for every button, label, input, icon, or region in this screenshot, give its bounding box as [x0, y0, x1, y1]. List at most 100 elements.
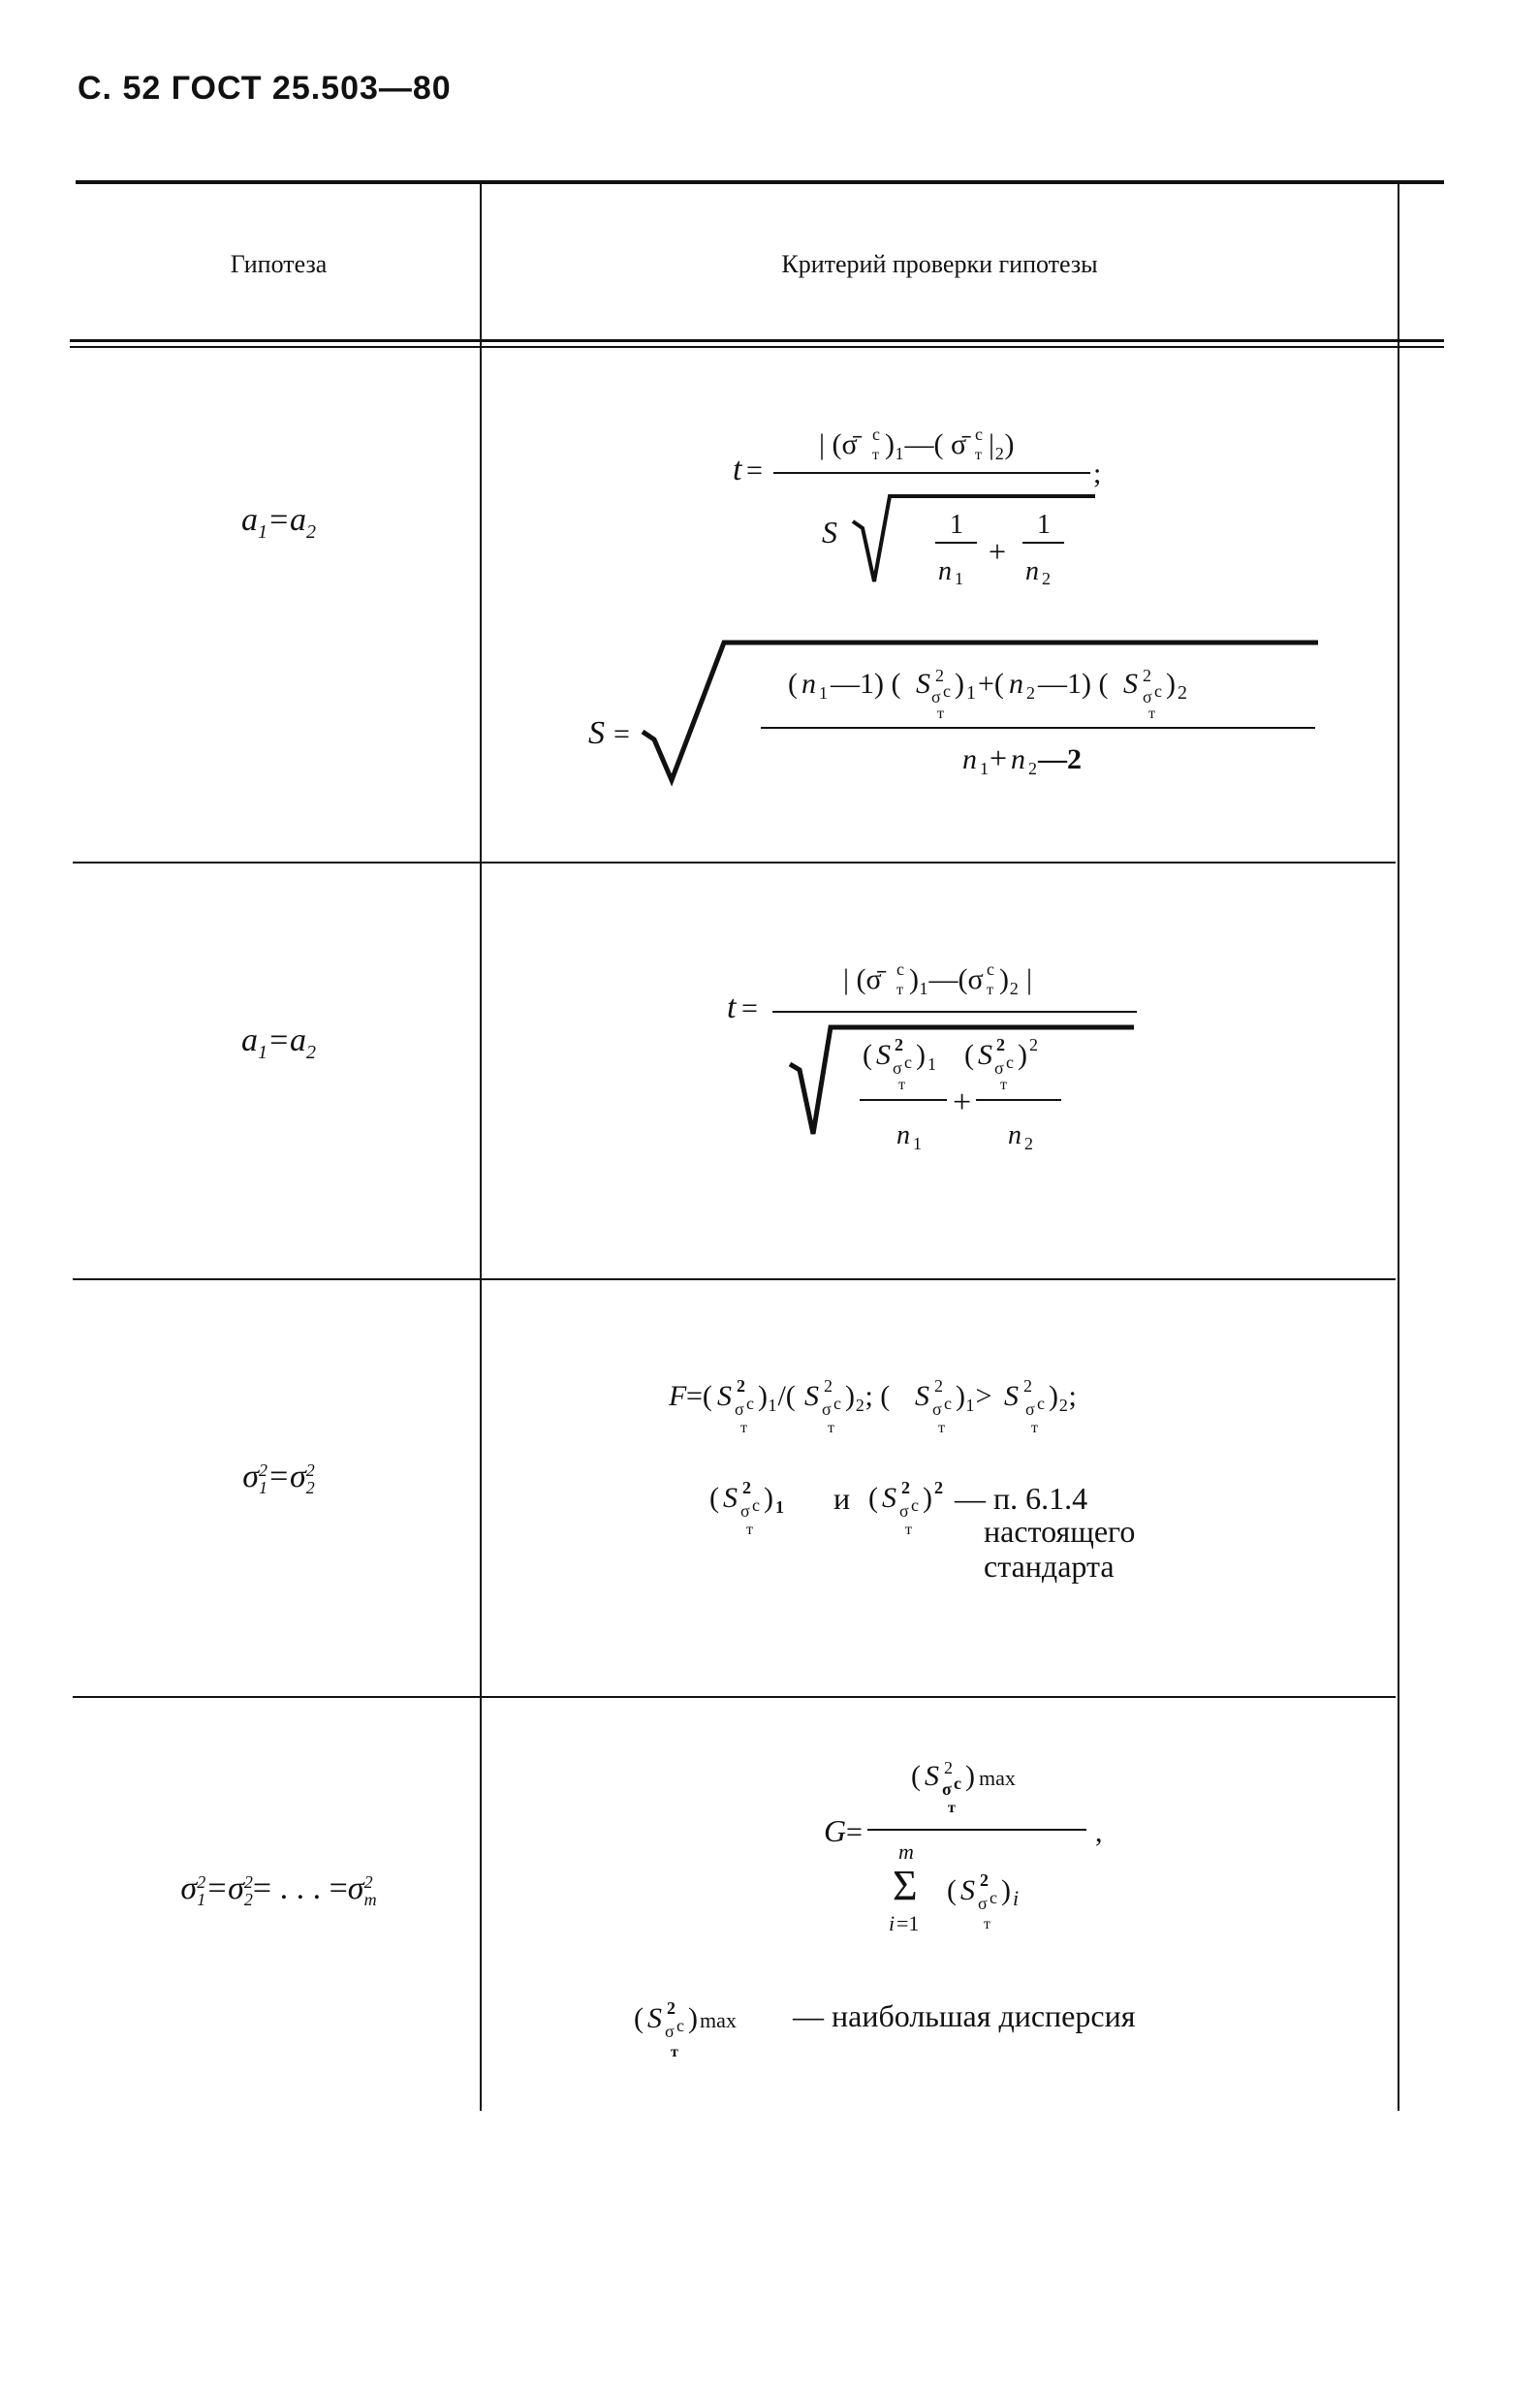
svg-text:2: 2 — [737, 1376, 745, 1396]
svg-text:т: т — [740, 1420, 747, 1436]
column-divider — [480, 182, 482, 2111]
svg-text:(: ( — [911, 1760, 921, 1792]
svg-text:| (σ̄: | (σ̄ — [819, 428, 863, 460]
svg-text:)₁/(: )₁/( — [758, 1380, 796, 1412]
svg-text:S: S — [804, 1380, 819, 1412]
svg-text:S: S — [960, 1874, 975, 1906]
svg-text:2: 2 — [1143, 666, 1151, 685]
row-divider-3 — [73, 1696, 1396, 1698]
svg-text:+: + — [953, 1084, 971, 1120]
svg-text:(: ( — [947, 1874, 957, 1906]
svg-text:| (σ̄: | (σ̄ — [843, 963, 887, 995]
svg-text:(: ( — [863, 1039, 872, 1071]
svg-text:): ) — [965, 1760, 975, 1792]
svg-text:—1) (: —1) ( — [830, 668, 900, 700]
svg-text:c: c — [987, 959, 994, 979]
header-bottom-rule-2 — [70, 346, 1444, 348]
svg-text:n: n — [1009, 668, 1023, 700]
svg-text:S: S — [925, 1760, 939, 1792]
svg-text:c: c — [911, 1495, 919, 1515]
svg-text:2: 2 — [1026, 683, 1035, 703]
svg-text:σ: σ — [994, 1058, 1004, 1078]
svg-text:n: n — [896, 1120, 910, 1150]
svg-text:2: 2 — [742, 1478, 751, 1497]
svg-text:т: т — [872, 447, 879, 463]
header-bottom-rule — [70, 339, 1444, 342]
svg-text:n: n — [801, 668, 816, 700]
svg-text:t: t — [733, 452, 743, 487]
svg-text:σ: σ — [735, 1399, 744, 1419]
svg-text:S: S — [822, 515, 837, 550]
svg-text:т: т — [975, 447, 982, 463]
svg-text:2: 2 — [667, 1998, 676, 2018]
svg-text:): ) — [1166, 668, 1176, 700]
svg-text:c: c — [746, 1394, 754, 1413]
right-border — [1398, 182, 1399, 2111]
svg-text:(: ( — [634, 2002, 644, 2034]
svg-text:): ) — [916, 1039, 926, 1071]
svg-text:т: т — [948, 1800, 956, 1816]
svg-text:c: c — [752, 1495, 760, 1515]
svg-text:i: i — [1013, 1886, 1019, 1910]
svg-text:c: c — [975, 424, 983, 444]
svg-text:c: c — [1006, 1052, 1014, 1072]
svg-text:c: c — [896, 959, 904, 979]
svg-text:(: ( — [709, 1482, 719, 1514]
note-largest-variance: — наибольшая дисперсия — [793, 1998, 1136, 2033]
svg-text:S: S — [717, 1380, 732, 1412]
svg-text:S: S — [916, 668, 930, 700]
table-top-rule — [76, 180, 1444, 184]
svg-text:c: c — [944, 1394, 952, 1413]
svg-text:c: c — [943, 681, 951, 701]
svg-text:1: 1 — [1037, 510, 1051, 540]
svg-text:)₂;: )₂; — [1049, 1380, 1077, 1412]
svg-text:S: S — [915, 1380, 929, 1412]
svg-text:т: т — [987, 982, 993, 998]
svg-text:c: c — [1154, 681, 1162, 701]
svg-text:1: 1 — [913, 1134, 922, 1153]
svg-text:2: 2 — [935, 666, 944, 685]
svg-text:S: S — [647, 2002, 662, 2034]
svg-text:(: ( — [868, 1482, 878, 1514]
svg-text:т: т — [746, 1522, 753, 1538]
svg-text:c: c — [954, 1774, 961, 1793]
svg-text:i: i — [889, 1911, 895, 1935]
svg-text:1: 1 — [966, 682, 976, 704]
svg-text:1: 1 — [955, 569, 963, 588]
svg-text:σ: σ — [822, 1399, 832, 1419]
svg-text:2: 2 — [996, 1035, 1005, 1054]
svg-text:max: max — [700, 2008, 737, 2032]
svg-text:σ: σ — [932, 1399, 942, 1419]
svg-text:,: , — [1095, 1816, 1103, 1848]
svg-text:S: S — [876, 1039, 891, 1071]
svg-text:2: 2 — [1178, 682, 1187, 704]
svg-text:): ) — [764, 1482, 773, 1514]
svg-text:)₁—( σ̄: )₁—( σ̄ — [885, 428, 971, 460]
svg-text:S: S — [723, 1482, 738, 1514]
svg-text:+: + — [989, 534, 1006, 569]
svg-text:): ) — [923, 1482, 932, 1514]
column-header-criterion: Критерий проверки гипотезы — [781, 250, 1098, 278]
svg-text:т: т — [828, 1420, 834, 1436]
svg-text:F: F — [668, 1380, 687, 1412]
svg-text:t: t — [727, 989, 738, 1025]
svg-text:т: т — [898, 1077, 905, 1093]
svg-text:c: c — [1037, 1394, 1045, 1413]
svg-text:σ: σ — [942, 1779, 952, 1799]
svg-text:σ: σ — [931, 687, 941, 707]
column-header-hypothesis: Гипотеза — [230, 250, 328, 278]
svg-text:=: = — [741, 992, 758, 1024]
svg-text:G: G — [824, 1813, 846, 1848]
svg-text:): ) — [688, 2002, 698, 2034]
svg-text:n: n — [1008, 1120, 1021, 1150]
svg-text:т: т — [937, 706, 944, 722]
svg-text:σ: σ — [740, 1501, 750, 1521]
svg-text:S: S — [1123, 668, 1138, 700]
svg-text:σ: σ — [1025, 1399, 1035, 1419]
svg-text:Σ: Σ — [893, 1862, 918, 1909]
svg-text:): ) — [1001, 1874, 1011, 1906]
